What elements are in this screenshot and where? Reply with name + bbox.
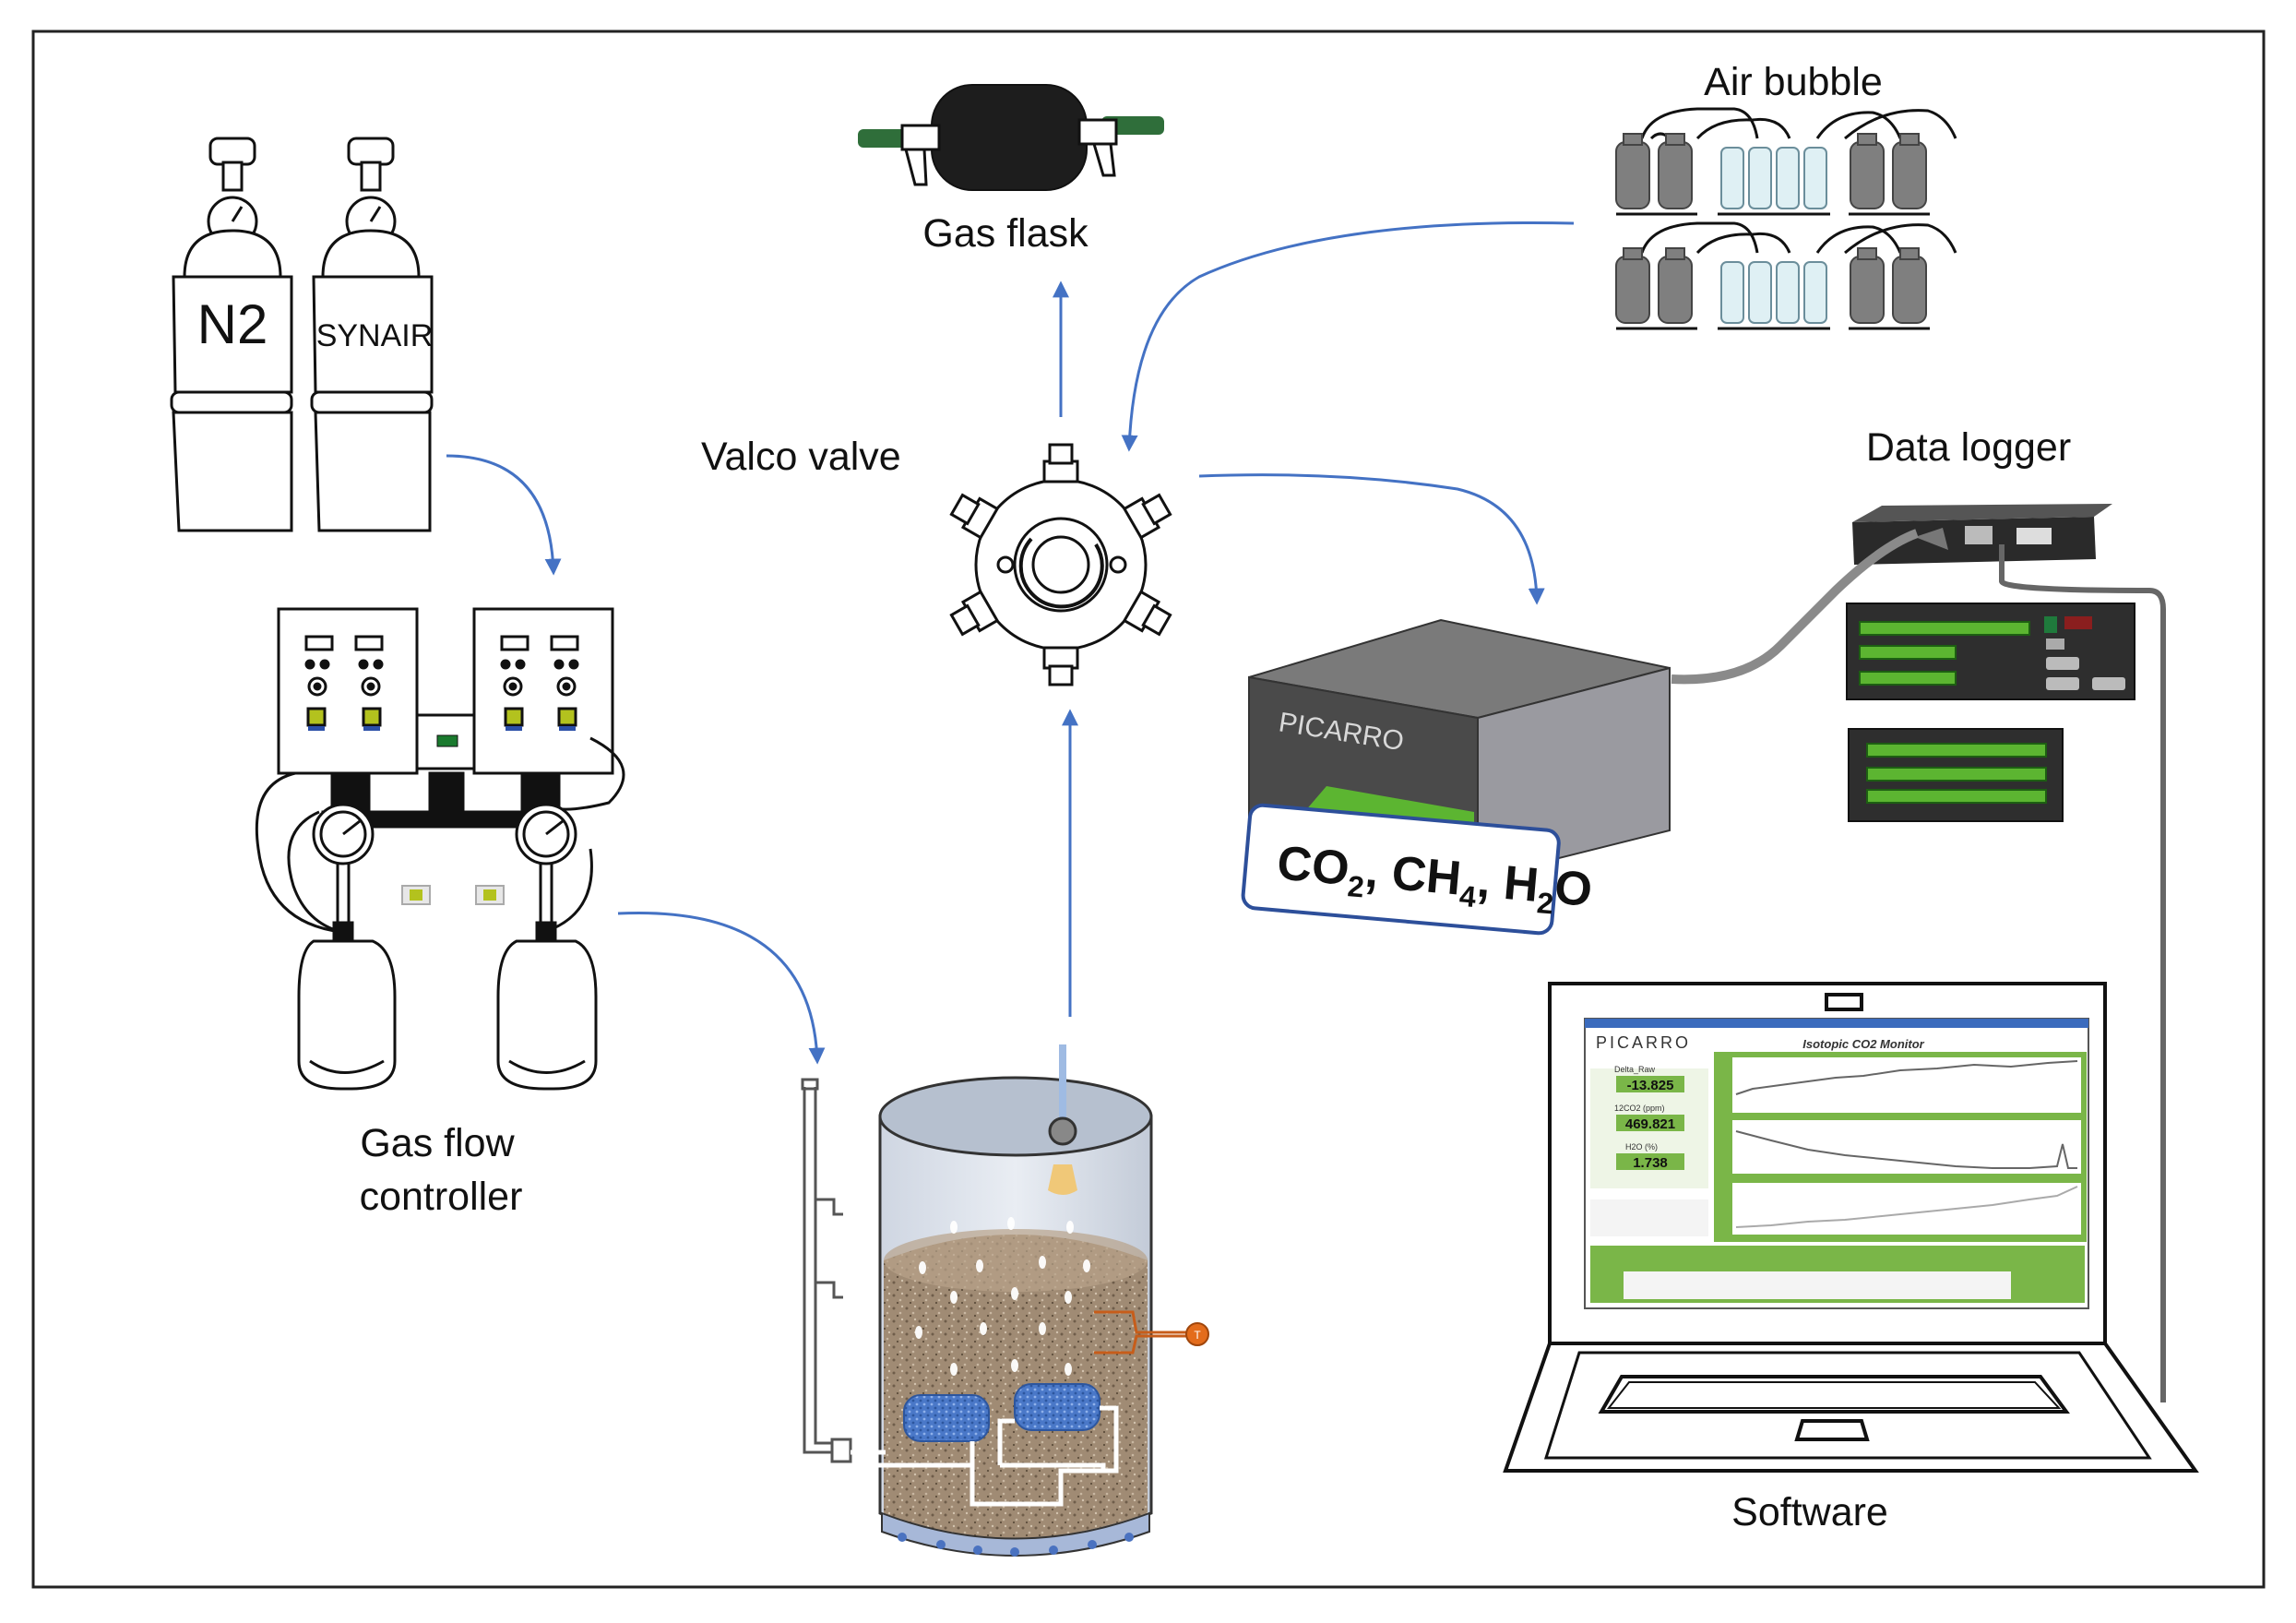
screen-brand: PICARRO <box>1596 1033 1691 1052</box>
synair-cylinder <box>310 137 434 532</box>
valve-port-upper-right <box>1122 493 1172 540</box>
arrow-airbubble-to-valve <box>1121 221 1575 452</box>
valco-valve-label: Valco valve <box>701 435 901 479</box>
air-bubble-row-2 <box>1615 221 1957 330</box>
valve-port-top <box>1042 443 1079 483</box>
data-logger <box>1846 504 2135 822</box>
valve-port-upper-left <box>949 493 1000 540</box>
readout-value-3: 1.738 <box>1633 1155 1668 1171</box>
air-bubble-row-1 <box>1615 107 1957 216</box>
arrow-cylinders-to-controller <box>446 454 562 576</box>
valco-valve <box>949 443 1172 686</box>
n2-cylinder-label: N2 <box>197 293 268 355</box>
air-bubble-label: Air bubble <box>1704 60 1883 104</box>
software-label: Software <box>1731 1490 1888 1534</box>
gas-cylinders <box>170 137 434 532</box>
svg-text:T: T <box>1194 1329 1201 1342</box>
valve-port-bottom <box>1042 646 1079 686</box>
analyzer-species-tag: CO2, CH4, H2O <box>1241 803 1595 936</box>
air-bubble-bottles <box>1615 107 1957 330</box>
n2-cylinder <box>170 137 293 532</box>
picarro-analyzer: PICARRO CO2, CH4, H2O <box>1241 618 1671 936</box>
data-logger-label: Data logger <box>1865 425 2072 470</box>
svg-text:CO2, CH4, H2O: CO2, CH4, H2O <box>1275 836 1595 924</box>
analyzer-logger-cable <box>1671 529 1919 685</box>
valve-port-lower-left <box>949 590 1000 637</box>
synair-cylinder-label: SYNAIR <box>316 318 434 353</box>
flow-arrows <box>446 221 1575 1065</box>
readout-value-1: -13.825 <box>1627 1078 1674 1093</box>
side-water-column <box>801 1078 886 1463</box>
arrow-valve-to-analyzer <box>1198 473 1545 605</box>
arrow-controller-to-jar <box>617 911 826 1065</box>
laptop: PICARRO Isotopic CO2 Monitor Delta_Raw -… <box>1503 982 2199 1473</box>
gas-flask-label: Gas flask <box>922 211 1089 256</box>
gas-flow-controller-label-line2: controller <box>359 1175 523 1219</box>
gas-flask <box>858 84 1164 191</box>
gas-flow-controller-label-line1: Gas flow <box>360 1121 515 1165</box>
readout-label-3: H2O (%) <box>1625 1142 1658 1152</box>
logger-laptop-cable <box>1999 544 2166 1402</box>
readout-value-2: 469.821 <box>1625 1116 1675 1132</box>
rising-bubbles <box>915 1217 1090 1376</box>
figure-border <box>31 30 2266 1589</box>
readout-label-1: Delta_Raw <box>1614 1065 1656 1074</box>
valve-port-lower-right <box>1122 590 1172 637</box>
soil-incubation-jar: T <box>841 1044 1209 1557</box>
gas-flow-controller <box>255 607 625 1091</box>
screen-title: Isotopic CO2 Monitor <box>1802 1037 1924 1051</box>
readout-label-2: 12CO2 (ppm) <box>1614 1104 1665 1113</box>
